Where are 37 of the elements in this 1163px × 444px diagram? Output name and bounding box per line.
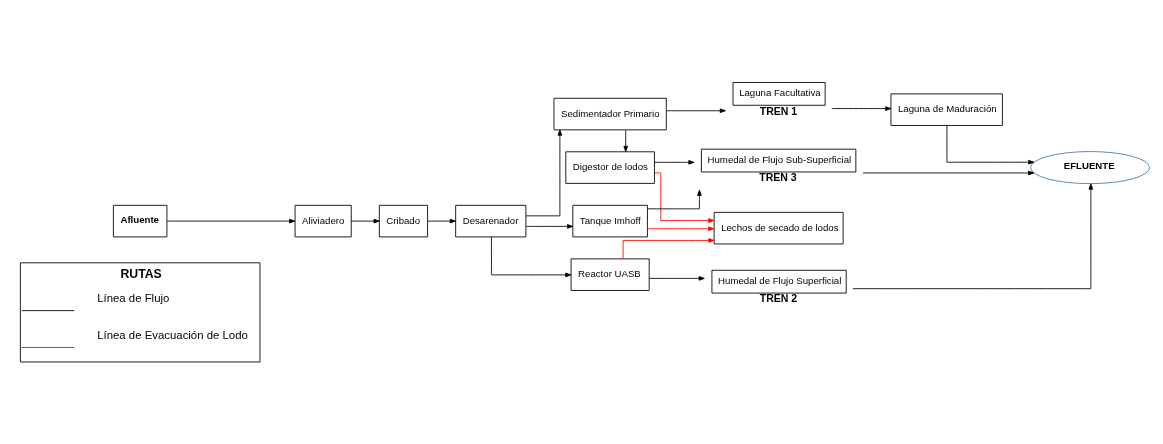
arrow	[525, 224, 574, 229]
node-box: Laguna de Maduración	[890, 93, 1003, 126]
node-box: Humedal de Flujo Superficial	[711, 269, 847, 294]
arrow	[647, 189, 702, 210]
node-box: Lechos de secado de lodos	[713, 211, 844, 245]
legend-label: Línea de Evacuación de Lodo	[97, 329, 248, 342]
node-box: Afluente	[112, 204, 168, 238]
node-label: TREN 1	[759, 104, 798, 117]
arrow	[622, 238, 715, 260]
arrow	[831, 106, 892, 111]
node-box: Sedimentador Primario	[553, 97, 667, 131]
node-box: Desarenador	[455, 204, 527, 238]
node-box: Humedal de Flujo Sub-Superficial	[700, 148, 857, 173]
arrow	[427, 218, 456, 224]
node-box: Aliviadero	[294, 204, 352, 238]
node-label: TREN 2	[759, 292, 798, 305]
arrow	[491, 236, 572, 278]
node-label: TREN 3	[759, 171, 797, 184]
label: RUTAS	[120, 267, 162, 282]
arrow	[623, 129, 628, 152]
arrow	[647, 226, 715, 231]
arrow	[862, 170, 1035, 176]
arrow	[852, 183, 1094, 290]
arrow	[648, 276, 705, 281]
arrow	[654, 172, 715, 223]
node-box: Cribado	[378, 204, 428, 238]
arrow	[525, 129, 563, 217]
node-box: Tanque Imhoff	[572, 204, 648, 238]
arrow	[166, 218, 296, 224]
node-box: Reactor UASB	[570, 258, 650, 291]
arrow	[946, 125, 1035, 165]
node-box: Laguna Facultativa	[732, 82, 826, 106]
node-box: Digestor de lodos	[565, 151, 655, 184]
arrow	[666, 108, 726, 114]
arrow	[654, 160, 695, 165]
legend-label: Línea de Flujo	[97, 292, 170, 305]
arrow	[350, 218, 380, 224]
